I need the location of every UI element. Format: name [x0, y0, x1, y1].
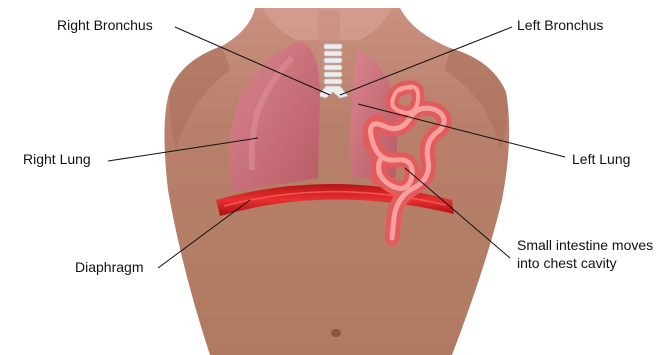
label-right-lung: Right Lung: [23, 150, 91, 168]
label-right-bronchus: Right Bronchus: [57, 16, 153, 34]
label-left-lung: Left Lung: [572, 150, 630, 168]
navel: [331, 329, 341, 337]
label-left-bronchus: Left Bronchus: [517, 16, 603, 34]
label-diaphragm: Diaphragm: [75, 258, 143, 276]
label-small-intestine: Small intestine moves into chest cavity: [517, 236, 657, 272]
